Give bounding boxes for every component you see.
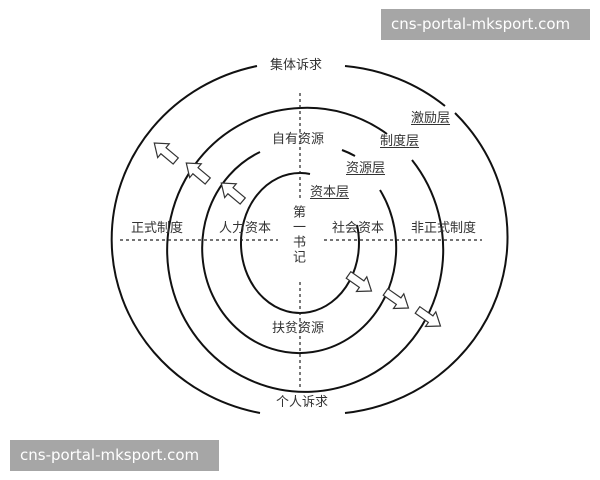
watermark-top-right: cns-portal-mksport.com — [381, 9, 590, 40]
ring-resource-layer — [201, 151, 398, 355]
arrow-up-left-1 — [153, 142, 180, 165]
label-resource-layer: 资源层 — [346, 161, 386, 176]
arrow-up-left-2 — [185, 162, 212, 185]
arrow-down-right-1 — [345, 270, 373, 293]
label-collective-appeal: 集体诉求 — [270, 58, 323, 73]
label-personal-appeal: 个人诉求 — [276, 395, 329, 410]
ring-institution-layer — [166, 107, 445, 393]
arrow-down-right-2 — [382, 287, 410, 310]
watermark-bottom-left: cns-portal-mksport.com — [10, 440, 219, 471]
ring-incentive-layer-right — [344, 65, 446, 107]
label-own-resources: 自有资源 — [272, 132, 325, 147]
arrow-down-right-3 — [414, 305, 442, 328]
label-social-capital: 社会资本 — [332, 221, 385, 236]
label-informal-institution: 非正式制度 — [411, 221, 477, 236]
label-first-secretary: 第一书记 — [290, 205, 305, 265]
label-incentive-layer: 激励层 — [411, 111, 451, 126]
label-human-capital: 人力资本 — [219, 221, 272, 236]
label-capital-layer: 资本层 — [310, 185, 350, 200]
label-poverty-resources: 扶贫资源 — [272, 321, 325, 336]
label-institution-layer: 制度层 — [380, 134, 420, 149]
arrow-up-left-3 — [220, 182, 247, 205]
label-formal-institution: 正式制度 — [131, 221, 184, 236]
ring-incentive-layer-top-left — [110, 65, 261, 414]
